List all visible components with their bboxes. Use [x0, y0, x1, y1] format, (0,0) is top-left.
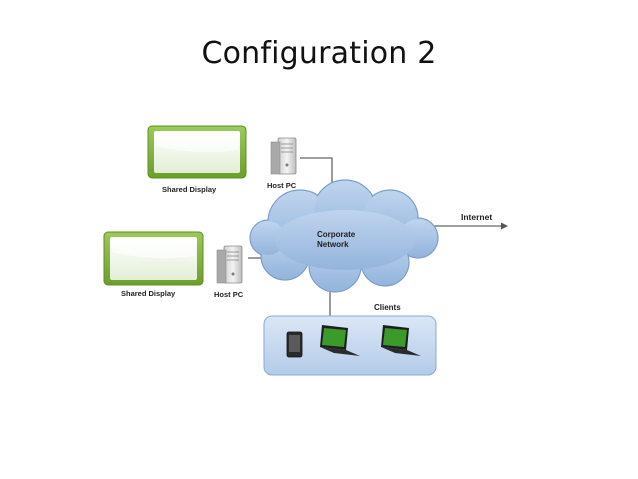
cloud-label-line2: Network — [317, 240, 349, 249]
display-label: Shared Display — [162, 185, 217, 194]
host-label: Host PC — [267, 181, 297, 190]
shared-display-1: Shared Display — [147, 125, 247, 194]
clients-label: Clients — [374, 303, 401, 312]
shared-display-2: Shared Display — [103, 231, 204, 298]
display-label: Shared Display — [121, 289, 176, 298]
laptop-icon — [381, 325, 421, 356]
cloud-label-line1: Corporate — [317, 230, 356, 239]
host-label: Host PC — [214, 290, 244, 299]
laptop-icon — [320, 325, 360, 356]
arrowhead-icon — [501, 222, 508, 230]
slide-title: Configuration 2 — [201, 36, 437, 71]
tower-pc-icon — [216, 245, 243, 284]
host-pc-2: Host PC — [214, 245, 244, 299]
clients-group: Clients — [263, 303, 437, 376]
corporate-network-cloud: Corporate Network — [249, 179, 439, 293]
mobile-device-icon — [286, 331, 303, 358]
host-pc-1: Host PC — [267, 137, 297, 190]
internet-link: Internet — [432, 212, 508, 230]
internet-label: Internet — [461, 212, 492, 222]
tower-pc-icon — [270, 137, 297, 175]
